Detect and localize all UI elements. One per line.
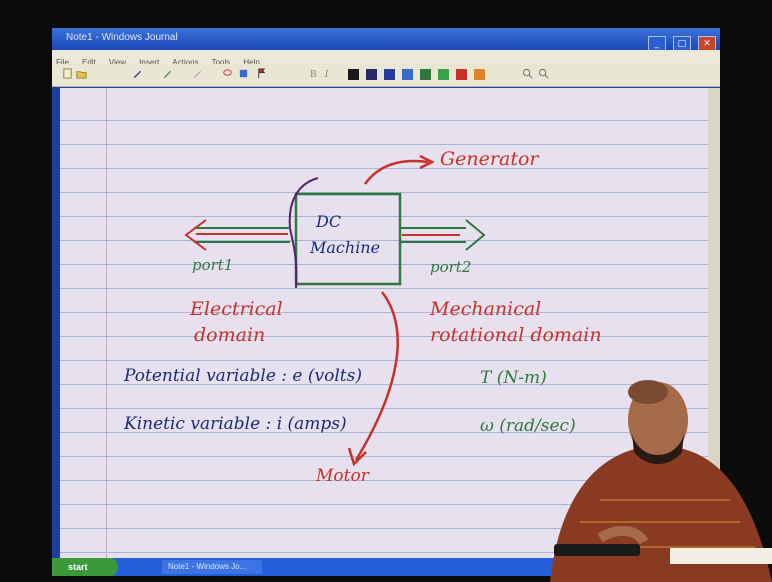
menu-tools[interactable]: Tools [211,58,231,67]
generator-label: Generator [440,148,539,170]
menu-view[interactable]: View [108,58,127,67]
close-button[interactable]: ✕ [698,36,716,52]
journal-screen: Note1 - Windows Journal _ □ ✕ File Edit … [52,28,720,576]
ruled-line [60,336,708,337]
ruled-line [60,144,708,145]
color-swatch-dark-blue[interactable] [366,69,377,80]
ruled-line [60,480,708,481]
ruled-line [60,504,708,505]
svg-text:B: B [310,69,317,79]
dc-machine-box [294,192,402,286]
motor-arrow [354,291,399,461]
presenter-image [550,380,772,582]
port1-label: port1 [192,256,234,274]
color-swatch-orange[interactable] [474,69,485,80]
new-page-icon[interactable] [62,68,73,79]
color-swatch-light-green[interactable] [438,69,449,80]
menu-file[interactable]: File [56,58,69,67]
window-controls: _ □ ✕ [646,31,716,52]
margin-line [106,88,107,574]
electrical-domain-label: domain [194,324,266,346]
port1-arrow-green [194,227,290,243]
port1-arrowhead [184,219,207,251]
diagram-ink [184,154,486,467]
menu-insert[interactable]: Insert [139,58,160,67]
color-swatch-light-blue[interactable] [402,69,413,80]
ruled-line [60,360,708,361]
bold-icon[interactable]: B [308,68,319,79]
ruled-line [60,312,708,313]
eraser-icon[interactable] [192,68,203,79]
color-swatch-red[interactable] [456,69,467,80]
electrical-label: Electrical [190,298,283,320]
ruled-line [60,552,708,553]
ruled-line [60,288,708,289]
ruled-line [60,264,708,265]
highlighter-icon[interactable] [162,68,173,79]
lasso-icon[interactable] [222,68,233,79]
machine-label: Machine [310,238,381,257]
vertical-scrollbar[interactable] [708,88,720,574]
port2-arrowhead [465,219,486,251]
insert-space-icon[interactable] [238,68,249,79]
omega-label: ω (rad/sec) [480,416,576,436]
zoom-in-icon[interactable] [522,68,533,79]
menu-bar: File Edit View Insert Actions Tools Help [52,50,720,67]
window-title: Note1 - Windows Journal [66,32,178,43]
title-bar: Note1 - Windows Journal _ □ ✕ [52,28,720,52]
generator-arrowhead [419,154,435,170]
ruled-line [60,240,708,241]
toolbar: B I [52,64,720,87]
zoom-out-icon[interactable] [538,68,549,79]
ruled-line [60,456,708,457]
motor-arrowhead [347,447,367,467]
menu-help[interactable]: Help [243,58,260,67]
open-folder-icon[interactable] [76,68,87,79]
ruled-line [60,120,708,121]
ruled-line [60,384,708,385]
ruled-line [60,432,708,433]
italic-icon[interactable]: I [322,68,333,79]
port2-label: port2 [430,258,472,276]
ruled-line [60,408,708,409]
ruled-line [60,192,708,193]
port2-arrow-green [400,227,466,243]
taskbar-item-journal[interactable]: Note1 - Windows Jo... [162,560,262,574]
ruled-line [60,216,708,217]
ruled-line [60,528,708,529]
color-swatch-blue[interactable] [384,69,395,80]
motor-label: Motor [316,466,369,486]
mechanical-label: Mechanical [430,298,542,320]
color-swatch-black[interactable] [348,69,359,80]
pen-icon[interactable] [132,68,143,79]
generator-arrow [363,159,429,185]
menu-edit[interactable]: Edit [81,58,96,67]
start-button[interactable]: start [52,558,118,576]
svg-text:I: I [324,69,329,79]
rotational-domain-label: rotational domain [430,324,602,346]
dc-label: DC [316,212,342,231]
menu-actions[interactable]: Actions [172,58,199,67]
potential-variable-label: Potential variable : e (volts) [124,366,362,386]
flag-icon[interactable] [256,68,267,79]
color-swatch-green[interactable] [420,69,431,80]
torque-label: T (N-m) [480,368,547,388]
kinetic-variable-label: Kinetic variable : i (amps) [124,414,347,434]
